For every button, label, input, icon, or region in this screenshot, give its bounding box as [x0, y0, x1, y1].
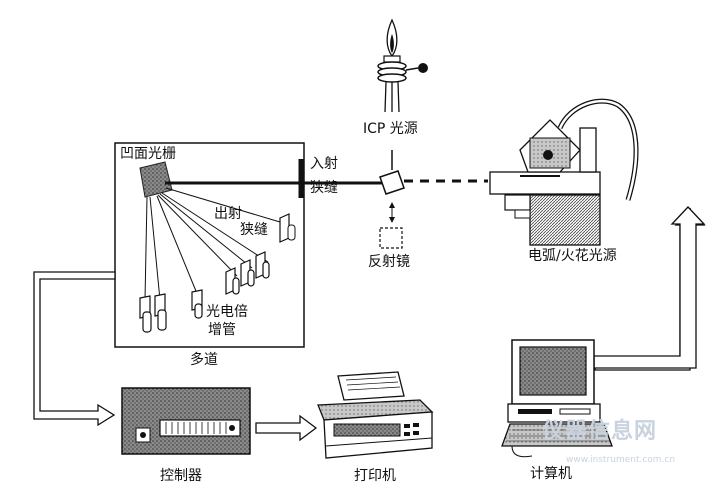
diffracted-rays: [144, 187, 281, 301]
computer-label: 计算机: [530, 466, 572, 482]
printer-device: [317, 371, 434, 459]
printer-label: 打印机: [354, 468, 396, 484]
mirror-label: 反射镜: [368, 254, 410, 270]
icp-torch: [377, 18, 428, 113]
arc-spark-source-label: 电弧/火花光源: [528, 248, 617, 264]
pmt-label-1: 光电倍: [206, 304, 248, 320]
mirror-movable-position: [379, 202, 403, 249]
pmt-label-2: 增管: [208, 322, 236, 338]
computer-device: [501, 339, 613, 458]
photomultiplier-tubes: [139, 289, 203, 333]
exit-slit-group: [225, 251, 270, 295]
reflecting-mirror: [379, 150, 405, 195]
controller-device: [121, 387, 251, 455]
entrance-slit-label-1: 入射: [310, 156, 338, 172]
concave-grating: [139, 161, 173, 198]
controller-label: 控制器: [160, 468, 202, 484]
arrow-multichannel-to-controller: [33, 271, 116, 427]
watermark-text: 仪器信息网: [542, 419, 658, 444]
arc-spark-apparatus: [489, 98, 639, 246]
multichannel-box: [114, 142, 305, 348]
entrance-slit-label-2: 狭缝: [310, 180, 338, 196]
exit-slit-label-2: 狭缝: [240, 222, 268, 238]
icp-source-label: ICP 光源: [363, 121, 418, 137]
arrow-controller-to-printer: [255, 414, 318, 442]
exit-slit-label-1: 出射: [214, 206, 242, 222]
watermark-url: www.instrument.com.cn: [566, 455, 676, 465]
exit-slit-upper: [279, 213, 296, 243]
grating-label: 凹面光栅: [120, 146, 176, 162]
multichannel-label: 多道: [190, 352, 218, 368]
